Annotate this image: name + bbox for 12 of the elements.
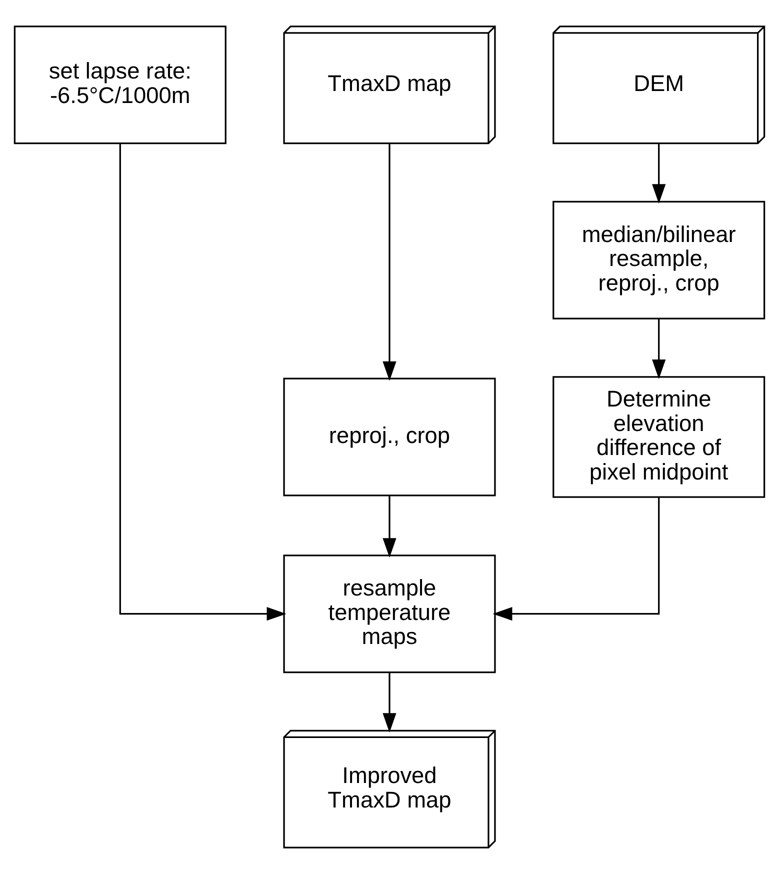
node-box: median/bilinear resample, reproj., crop — [552, 200, 766, 320]
arrow — [119, 144, 286, 621]
node-box: reproj., crop — [283, 378, 496, 496]
node-box: Determine elevation difference of pixel midpoint — [552, 376, 766, 498]
arrow — [652, 144, 666, 204]
arrow — [492, 497, 660, 621]
node-box: set lapse rate: -6.5°C/1000m — [14, 26, 226, 144]
arrow — [382, 144, 396, 381]
arrow — [382, 496, 396, 558]
arrow — [382, 672, 396, 733]
arrow — [652, 319, 666, 380]
node-box: resample temperature maps — [283, 554, 496, 674]
